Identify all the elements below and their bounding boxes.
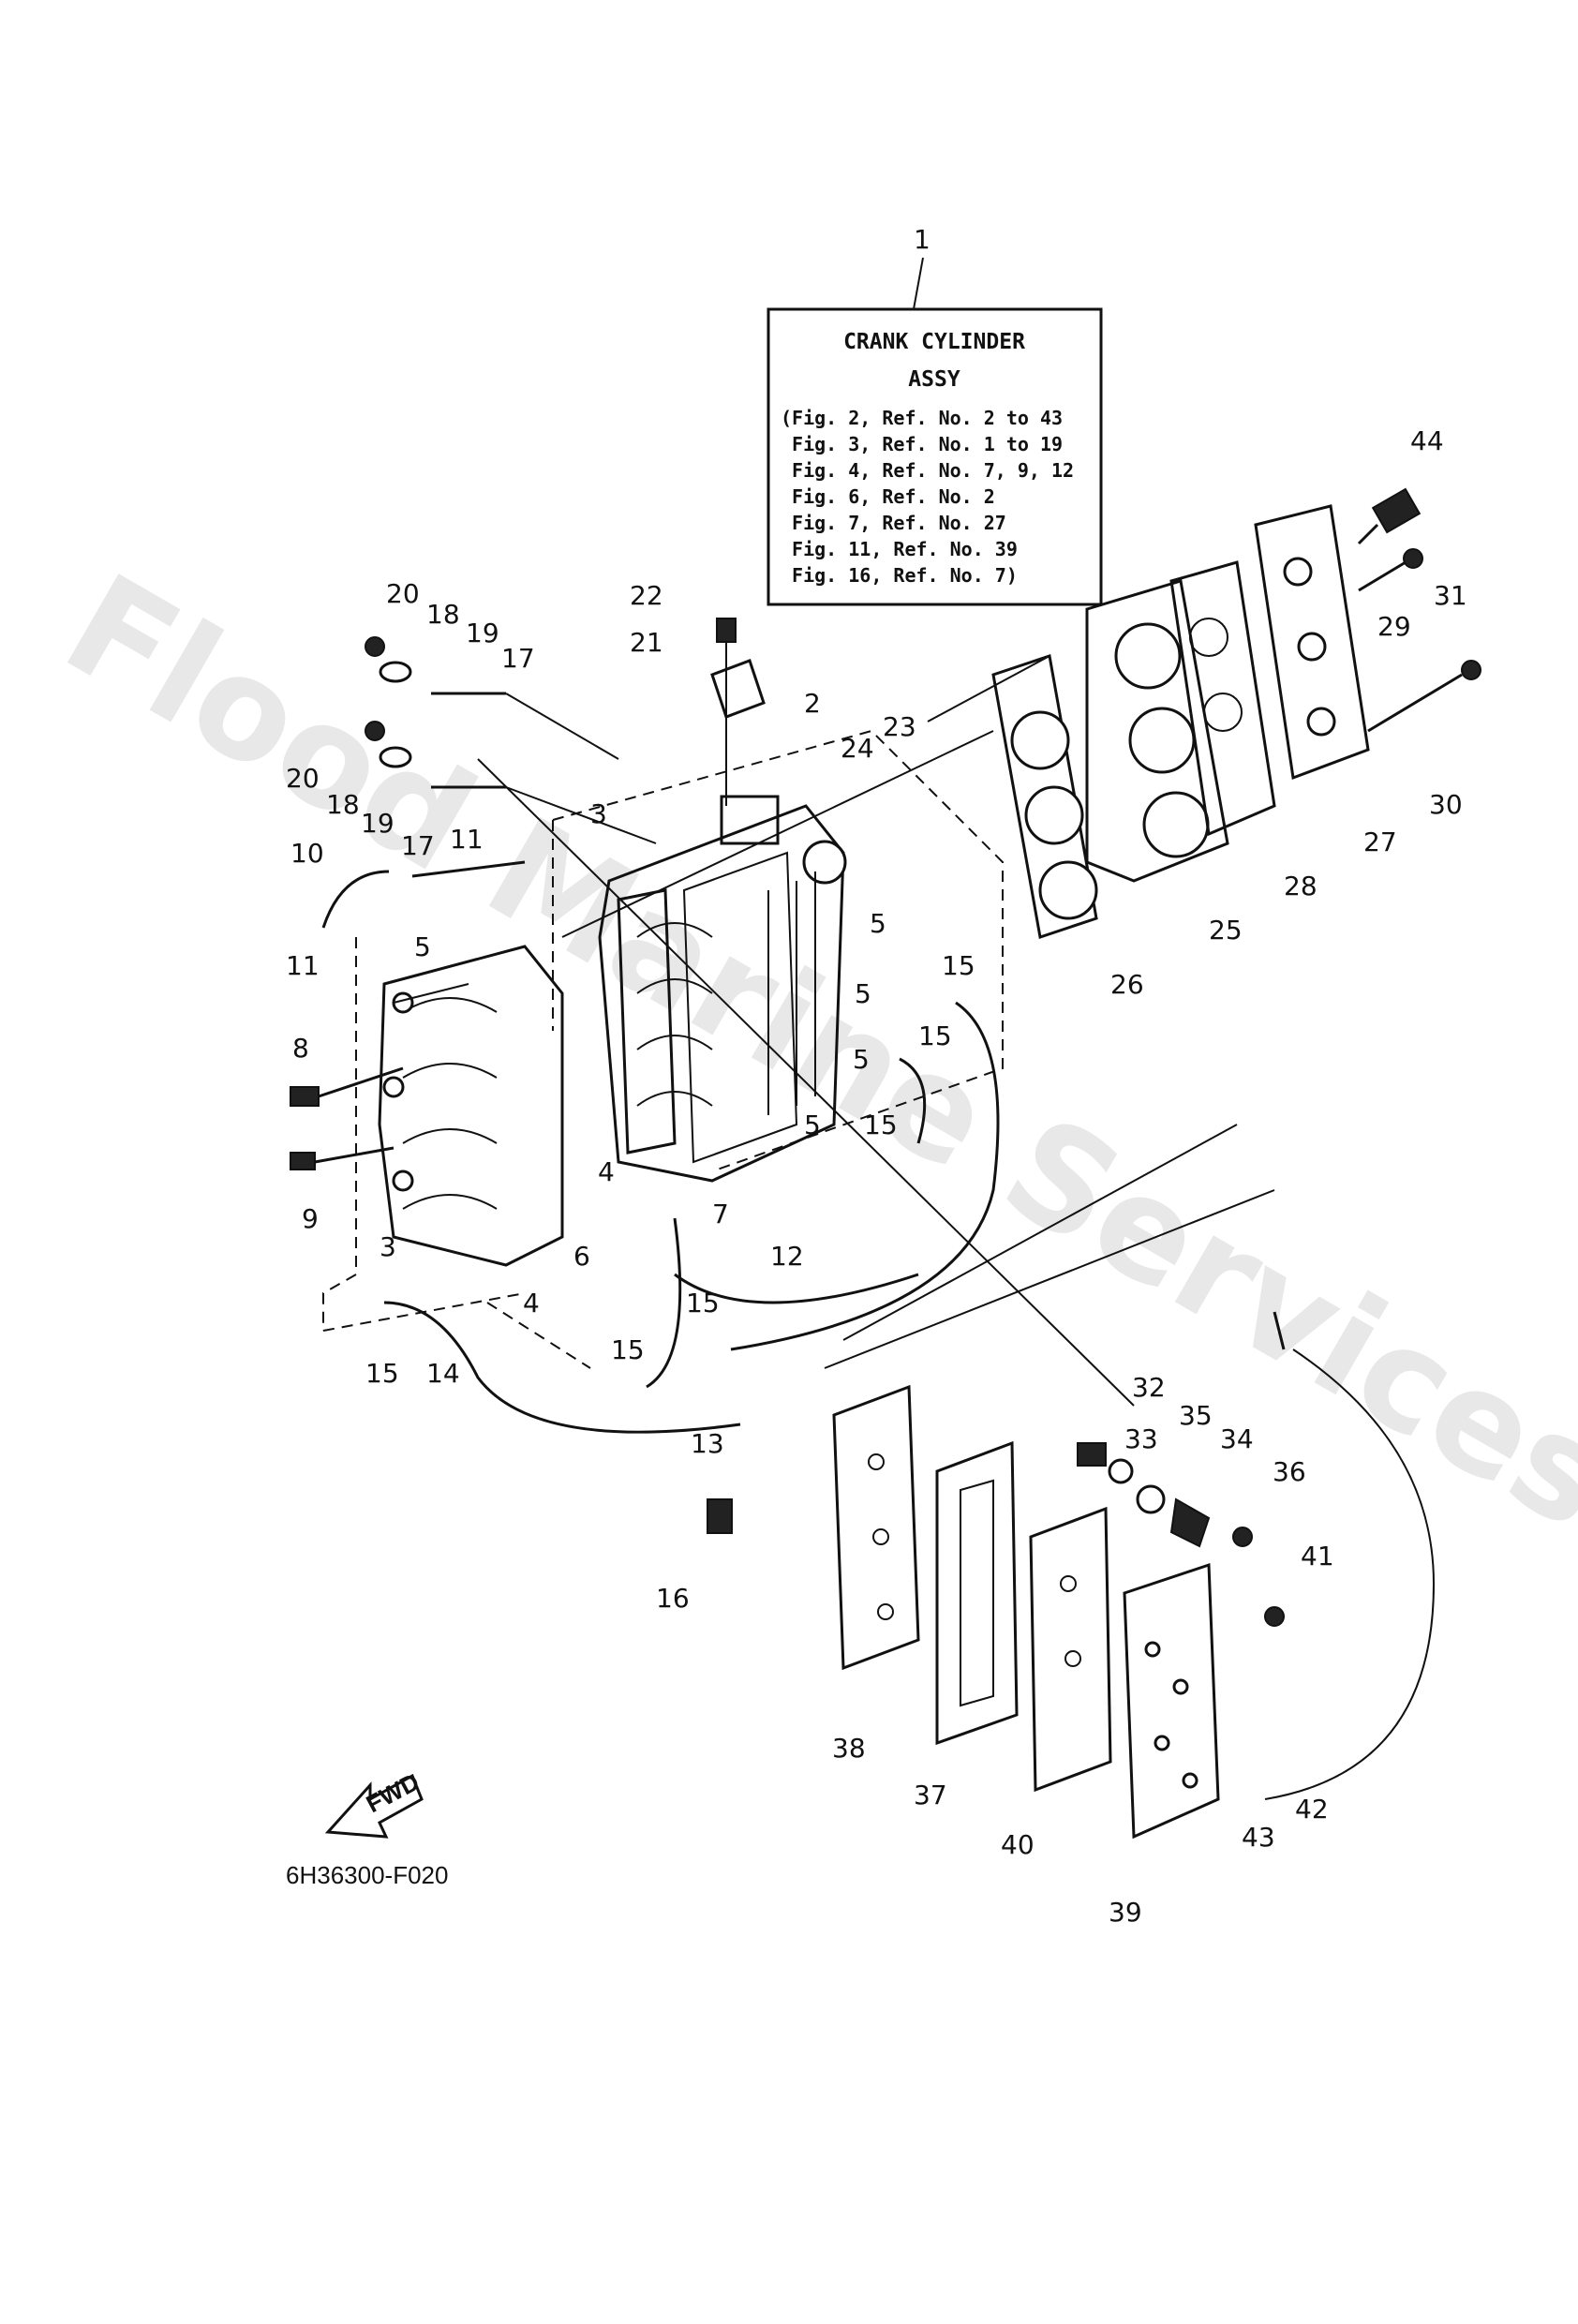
main-bolts	[290, 1066, 404, 1170]
callout-39: 39	[1109, 1897, 1142, 1928]
callout-25: 25	[1209, 915, 1243, 946]
callout-11: 11	[286, 950, 320, 981]
assy-line-6: Fig. 11, Ref. No. 39	[781, 538, 1018, 560]
callout-4: 4	[523, 1288, 540, 1318]
callout-37: 37	[914, 1780, 947, 1810]
callout-22: 22	[630, 580, 663, 611]
callout-5: 5	[414, 931, 431, 962]
callout-9: 9	[302, 1203, 319, 1234]
callout-18: 18	[426, 599, 460, 630]
callout-40: 40	[1001, 1829, 1035, 1860]
callout-15: 15	[942, 950, 975, 981]
hose-bracket	[710, 618, 766, 806]
callout-27: 27	[1363, 827, 1397, 857]
callout-19: 19	[361, 808, 394, 839]
callout-16: 16	[656, 1583, 690, 1614]
callout-33: 33	[1124, 1423, 1158, 1454]
assy-line-5: Fig. 7, Ref. No. 27	[781, 512, 1006, 534]
callout-15: 15	[918, 1020, 952, 1051]
assy-line-4: Fig. 6, Ref. No. 2	[781, 485, 995, 508]
callout-15: 15	[686, 1288, 720, 1318]
assy-line-7: Fig. 16, Ref. No. 7)	[781, 564, 1018, 587]
leader-lines	[393, 655, 1275, 1407]
thermostat-parts	[1077, 1442, 1285, 1627]
callout-4: 4	[598, 1156, 615, 1187]
callout-15: 15	[365, 1358, 399, 1389]
exhaust-outer-cover	[1123, 1562, 1220, 1840]
callout-14: 14	[426, 1358, 460, 1389]
callout-11: 11	[450, 824, 484, 855]
fwd-label: FWD	[362, 1767, 424, 1818]
callout-10: 10	[290, 838, 324, 869]
callout-15: 15	[611, 1334, 645, 1365]
callout-3: 3	[380, 1231, 396, 1262]
callout-21: 21	[630, 627, 663, 658]
callout-13: 13	[691, 1428, 724, 1459]
callout-28: 28	[1284, 871, 1317, 901]
callout-26: 26	[1110, 969, 1144, 1000]
callout-19: 19	[466, 618, 499, 648]
callout-20: 20	[286, 763, 320, 794]
callout-23: 23	[883, 711, 916, 742]
callout-35: 35	[1179, 1400, 1213, 1431]
head-cover-gasket	[1169, 560, 1276, 837]
fwd-arrow-icon: FWD	[324, 1767, 424, 1839]
head-cover	[1254, 504, 1370, 781]
callout-5: 5	[855, 978, 871, 1009]
callout-36: 36	[1273, 1456, 1306, 1487]
callout-18: 18	[326, 789, 360, 820]
callout-17: 17	[401, 830, 435, 861]
callout-12: 12	[770, 1241, 804, 1272]
assy-title-line1: CRANK CYLINDER	[843, 330, 1025, 354]
callout-41: 41	[1301, 1541, 1334, 1572]
crankcase-block	[598, 795, 847, 1183]
cylinder-half-front	[378, 945, 564, 1267]
exhaust-cover-gasket-inner	[1029, 1506, 1112, 1793]
callout-38: 38	[832, 1733, 866, 1764]
callout-15: 15	[864, 1110, 898, 1140]
callout-2: 2	[804, 688, 821, 719]
hoses	[321, 860, 1436, 1800]
callout-43: 43	[1242, 1822, 1275, 1853]
callout-29: 29	[1377, 611, 1411, 642]
callout-24: 24	[841, 733, 874, 764]
assy-info-box: CRANK CYLINDER ASSY (Fig. 2, Ref. No. 2 …	[767, 257, 1103, 606]
callout-42: 42	[1295, 1794, 1329, 1825]
head-bolts	[1358, 548, 1481, 733]
thermo-sensor	[1357, 487, 1422, 545]
callout-1: 1	[914, 224, 930, 255]
assy-line-2: Fig. 3, Ref. No. 1 to 19	[781, 433, 1063, 455]
callout-5: 5	[853, 1044, 870, 1075]
figure-code: 6H36300-F020	[286, 1861, 448, 1889]
callout-5: 5	[870, 908, 886, 939]
callout-44: 44	[1410, 425, 1444, 456]
callout-17: 17	[501, 643, 535, 674]
assy-title-line2: ASSY	[908, 367, 960, 392]
exhaust-inner-cover	[935, 1440, 1019, 1746]
callout-5: 5	[804, 1110, 821, 1140]
callout-34: 34	[1220, 1423, 1254, 1454]
callout-numbers: 1 2 3 3 4 4 5 5 5 5 5 6 7 8 9 10 11 11 1…	[286, 224, 1467, 1928]
clamp-16	[707, 1498, 733, 1534]
callout-32: 32	[1132, 1372, 1166, 1403]
callout-20: 20	[386, 578, 420, 609]
callout-8: 8	[292, 1033, 309, 1064]
cylinder-head	[1085, 579, 1229, 883]
callout-31: 31	[1434, 580, 1467, 611]
callout-3: 3	[590, 798, 607, 829]
assy-line-3: Fig. 4, Ref. No. 7, 9, 12	[781, 459, 1074, 482]
callout-30: 30	[1429, 789, 1463, 820]
exhaust-cover-gasket-outer	[832, 1384, 920, 1671]
cylinder-head-gasket	[991, 654, 1098, 939]
assy-line-1: (Fig. 2, Ref. No. 2 to 43	[781, 407, 1063, 429]
callout-7: 7	[712, 1199, 729, 1229]
callout-6: 6	[573, 1241, 590, 1272]
left-bolts	[365, 636, 657, 844]
